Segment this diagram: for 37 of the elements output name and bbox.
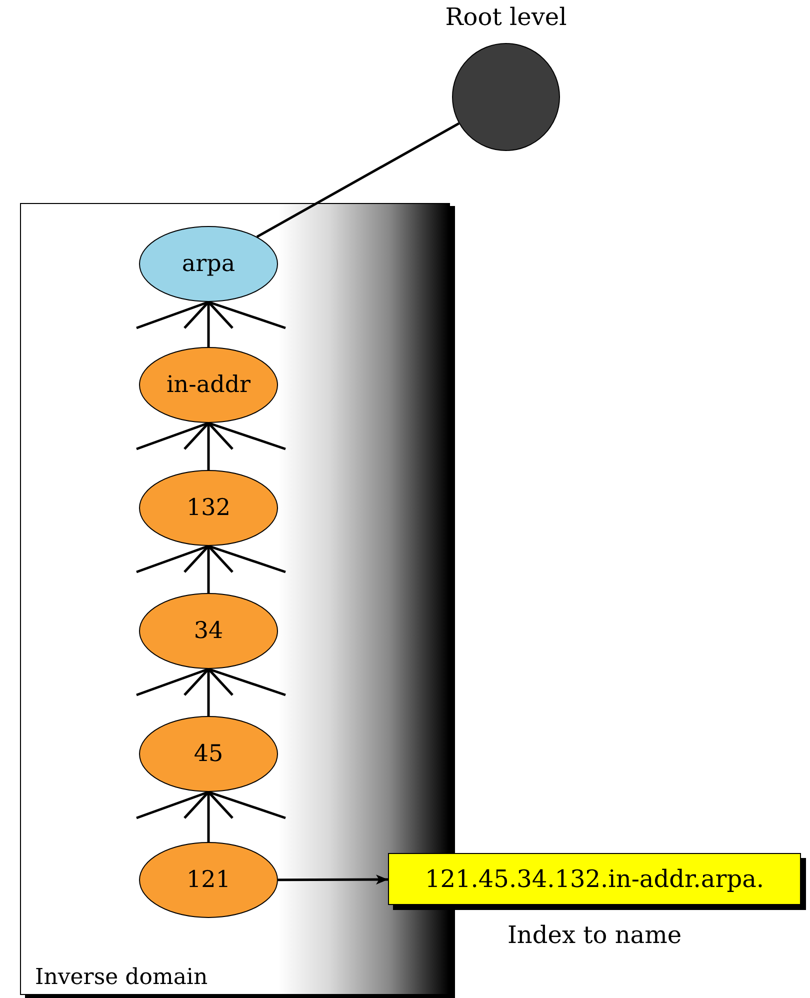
branch-line — [136, 300, 209, 330]
node-label: 34 — [194, 618, 224, 644]
branch-line — [208, 300, 286, 330]
node-label: 132 — [186, 495, 230, 521]
branch-line — [136, 422, 209, 450]
node-label: Root level — [445, 3, 567, 31]
node-label: Index to name — [507, 921, 682, 949]
tree-line — [207, 302, 210, 347]
branch-line — [184, 301, 210, 329]
branch-line — [208, 790, 286, 820]
tree-line — [207, 546, 210, 593]
branch-line — [208, 668, 286, 696]
branch-line — [208, 422, 234, 450]
branch-line — [208, 544, 286, 574]
node-label: in-addr — [166, 372, 251, 398]
branch-line — [184, 791, 210, 819]
node-label: 45 — [194, 741, 224, 767]
branch-line — [184, 668, 210, 696]
branch-line — [184, 545, 210, 573]
branch-line — [208, 301, 234, 329]
branch-line — [136, 544, 209, 574]
tree-line — [256, 122, 460, 238]
arrow — [278, 874, 388, 885]
branch-line — [208, 791, 234, 819]
branch-line — [136, 790, 209, 820]
tree-line — [207, 423, 210, 470]
branch-line — [136, 668, 209, 696]
tree-line — [207, 669, 210, 716]
tree-line — [207, 792, 210, 842]
branch-line — [208, 545, 234, 573]
node-label: 121.45.34.132.in-addr.arpa. — [424, 865, 764, 893]
branch-line — [208, 422, 286, 450]
node-label: 121 — [186, 867, 230, 893]
branch-line — [184, 422, 210, 450]
branch-line — [208, 668, 234, 696]
node-label: arpa — [182, 251, 236, 277]
panel-label: Inverse domain — [35, 965, 208, 990]
